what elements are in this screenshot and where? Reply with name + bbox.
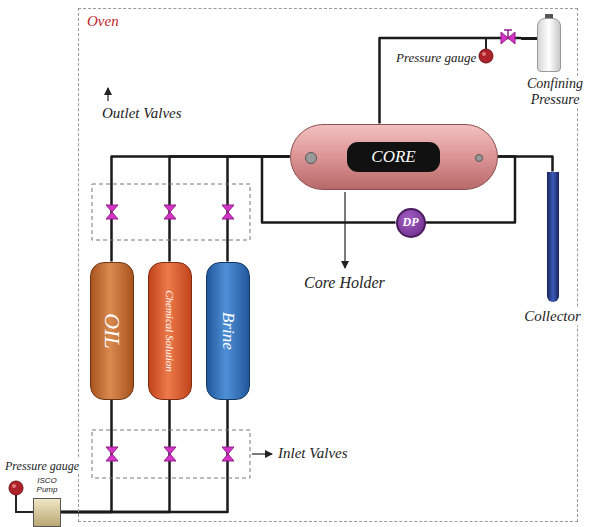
vessel-label: Brine bbox=[218, 312, 238, 350]
bottle-label: Confining Pressure bbox=[521, 76, 589, 108]
valve-symbol bbox=[222, 205, 234, 219]
valve-symbol bbox=[501, 32, 515, 44]
valve-group-outline bbox=[92, 430, 250, 478]
label-holder: Pressure gauge bbox=[3, 456, 81, 474]
core-holder: CORE bbox=[290, 124, 498, 190]
label-holder: Core Holder bbox=[302, 274, 387, 292]
pressure-gauge-dial bbox=[9, 481, 23, 495]
part-label: Pressure gauge bbox=[394, 50, 478, 66]
valve-symbol bbox=[222, 447, 234, 461]
gauge-stem bbox=[16, 495, 34, 512]
pipe-stub bbox=[521, 37, 538, 40]
dp-gauge: DP bbox=[396, 208, 426, 238]
vessel-label: Chemical Solution bbox=[164, 290, 176, 372]
bolt bbox=[305, 152, 317, 164]
gauge-highlight bbox=[12, 484, 16, 488]
part-label: Pressure gauge bbox=[3, 459, 81, 474]
collector-glass bbox=[547, 172, 559, 302]
collector-label: Collector bbox=[521, 308, 585, 325]
gauge-highlight bbox=[482, 52, 486, 56]
core-label: CORE bbox=[347, 142, 439, 172]
label-holder: Outlet Valves bbox=[100, 104, 184, 122]
part-label: Inlet Valves bbox=[276, 445, 350, 462]
isco-pump: ISCO Pump bbox=[33, 476, 61, 527]
pipe-connector bbox=[61, 400, 228, 513]
part-label: Outlet Valves bbox=[100, 105, 184, 122]
collector-tube: Collector bbox=[521, 172, 585, 334]
pump-body bbox=[33, 498, 61, 527]
leader-arrow bbox=[252, 453, 272, 454]
pipe-connector bbox=[228, 157, 290, 262]
valve-symbol bbox=[106, 447, 118, 461]
pipe-connector bbox=[380, 38, 522, 124]
oil-vessel: OIL bbox=[90, 262, 134, 400]
valve-group-outline bbox=[92, 184, 250, 240]
valve-symbol bbox=[164, 447, 176, 461]
gauge-label: DP bbox=[403, 215, 419, 230]
region-title: Oven bbox=[87, 13, 119, 30]
label-holder: Inlet Valves bbox=[276, 444, 350, 462]
confining-bottle: Confining Pressure bbox=[521, 14, 589, 114]
chemical-vessel: Chemical Solution bbox=[148, 262, 192, 400]
pipe-connector bbox=[61, 400, 112, 513]
pump-label: ISCO Pump bbox=[33, 476, 61, 494]
pipe-connector bbox=[498, 157, 553, 172]
leader-arrow bbox=[107, 88, 108, 101]
leader-arrow bbox=[344, 192, 345, 268]
label-holder: Pressure gauge bbox=[394, 48, 478, 66]
brine-vessel: Brine bbox=[206, 262, 250, 400]
vessel-label: OIL bbox=[98, 313, 124, 348]
gauge-stem bbox=[485, 38, 487, 49]
pressure-gauge-dial bbox=[479, 49, 493, 63]
valve-symbol bbox=[106, 205, 118, 219]
pipe-connector bbox=[170, 157, 290, 262]
gas-bottle bbox=[537, 18, 561, 72]
bolt bbox=[475, 154, 483, 162]
valve-symbol bbox=[164, 205, 176, 219]
part-label: Core Holder bbox=[302, 274, 387, 292]
